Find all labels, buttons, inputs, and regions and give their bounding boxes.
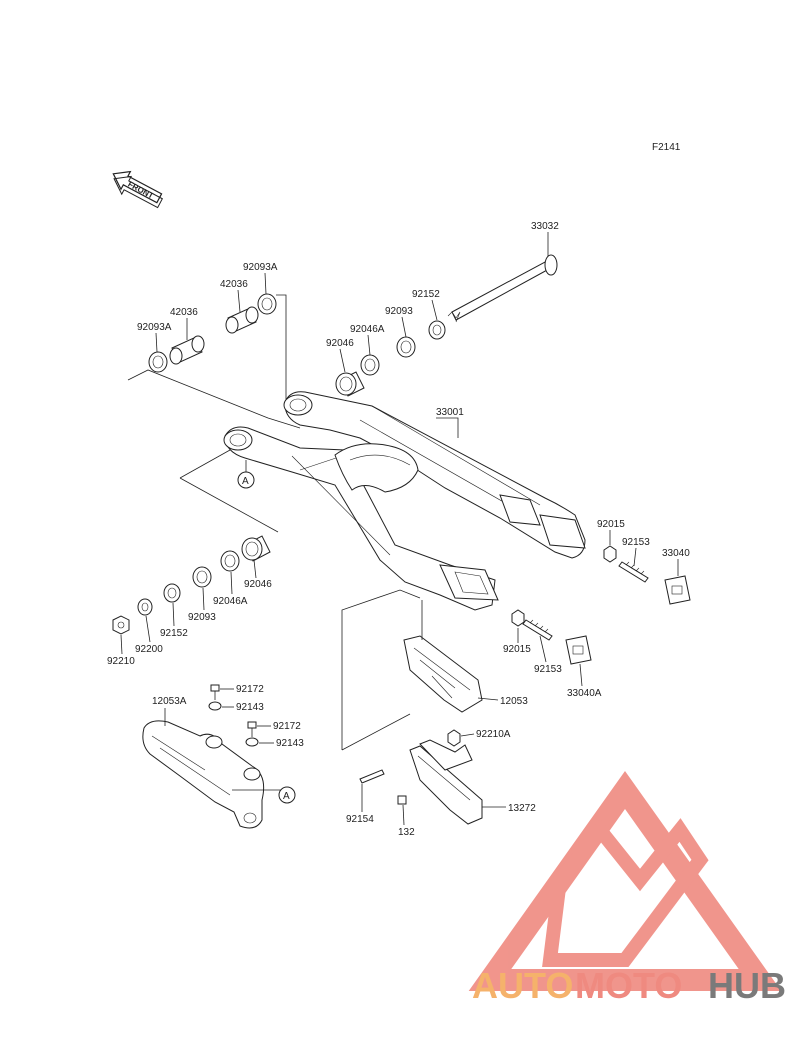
label-33032: 33032 [531,221,559,232]
label-92154: 92154 [346,814,374,825]
front-arrow-icon: FRONT [112,170,164,209]
label-92172-a: 92172 [236,684,264,695]
label-12053A: 12053A [152,696,187,707]
label-92093A-top: 92093A [243,262,278,273]
swingarm-33001 [223,391,586,611]
chain-guard-12053A [142,720,265,829]
label-33040: 33040 [662,548,690,559]
label-92152-bot: 92152 [160,628,188,639]
label-92200: 92200 [135,644,163,655]
label-92210: 92210 [107,656,135,667]
callout-a-1: A [242,476,249,487]
figure-code: F2141 [652,142,681,153]
label-42036-left: 42036 [170,307,198,318]
adjuster-parts-right [603,545,691,605]
chain-slider-12053 [403,635,483,713]
label-92046A-top: 92046A [350,324,385,335]
callout-a-circle-2 [278,786,296,804]
label-92152-top: 92152 [412,289,440,300]
label-92093-top: 92093 [385,306,413,317]
label-132: 132 [398,827,415,838]
label-92093-bot: 92093 [188,612,216,623]
pivot-parts-lower [112,535,271,635]
watermark-word-2: MOTO [575,965,682,1006]
label-92143-b: 92143 [276,738,304,749]
label-92046A-bot: 92046A [213,596,248,607]
label-92046-bot: 92046 [244,579,272,590]
adjuster-parts-middle [511,609,592,665]
label-92015-middle: 92015 [503,644,531,655]
pivot-parts-upper [148,293,446,397]
watermark-word-1: AUTO [472,965,573,1006]
label-33001: 33001 [436,407,464,418]
label-42036-top: 42036 [220,279,248,290]
label-12053: 12053 [500,696,528,707]
callout-a-2: A [283,791,290,802]
label-92153-middle: 92153 [534,664,562,675]
watermark-text: AUTO MOTO HUB [472,965,786,1006]
label-92015-right: 92015 [597,519,625,530]
label-92046-top: 92046 [326,338,354,349]
watermark-word-3: HUB [708,965,786,1006]
watermark-logo-icon [468,771,782,991]
label-92143-a: 92143 [236,702,264,713]
label-13272: 13272 [508,803,536,814]
axle-33032 [447,254,558,323]
label-92093A-left: 92093A [137,322,172,333]
label-92210A: 92210A [476,729,511,740]
bolts-92172-92143 [208,684,259,747]
label-92153-right: 92153 [622,537,650,548]
chain-guide-13272 [359,729,483,825]
label-92172-b: 92172 [273,721,301,732]
label-33040A: 33040A [567,688,602,699]
